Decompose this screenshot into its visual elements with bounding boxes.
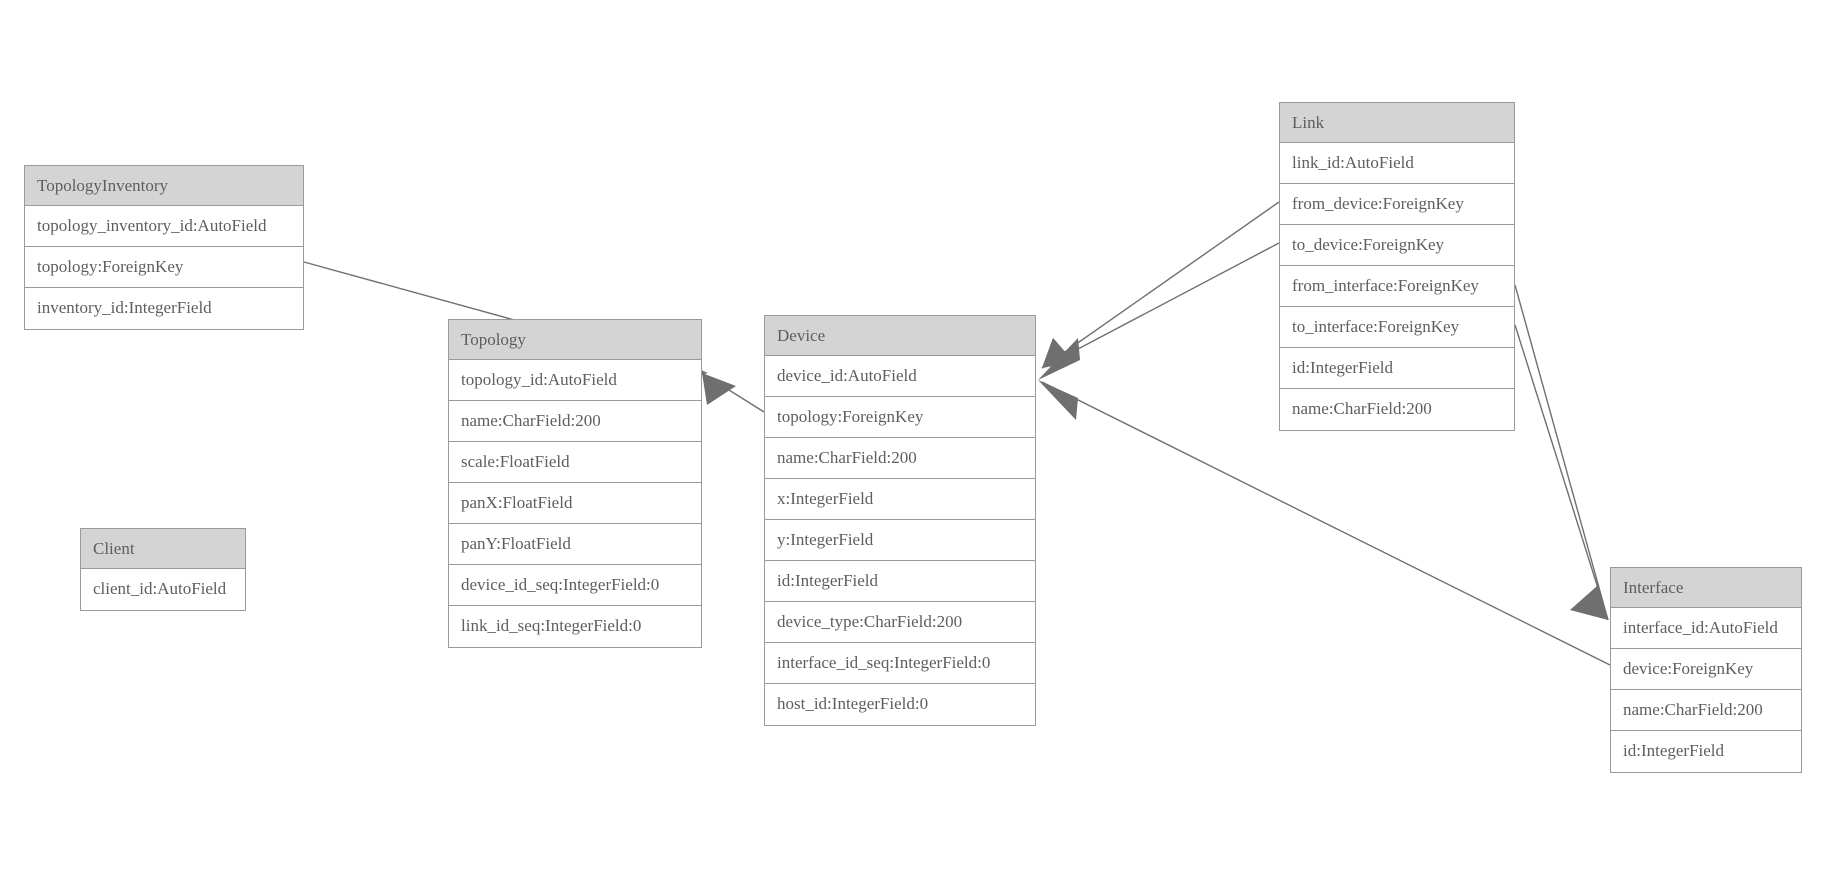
field-row: link_id:AutoField	[1280, 143, 1514, 184]
field-row: topology_inventory_id:AutoField	[25, 206, 303, 247]
relationship-link-frominterface-interface	[1514, 284, 1609, 621]
field-row: topology:ForeignKey	[25, 247, 303, 288]
field-row: device_type:CharField:200	[765, 602, 1035, 643]
field-row: y:IntegerField	[765, 520, 1035, 561]
entity-title-device: Device	[765, 316, 1035, 356]
field-row: name:CharField:200	[449, 401, 701, 442]
field-row: id:IntegerField	[1280, 348, 1514, 389]
entity-client[interactable]: Client client_id:AutoField	[80, 528, 246, 611]
field-row: from_interface:ForeignKey	[1280, 266, 1514, 307]
entity-interface[interactable]: Interface interface_id:AutoField device:…	[1610, 567, 1802, 773]
relationship-link-tointerface-interface	[1514, 324, 1609, 621]
entity-title-topology: Topology	[449, 320, 701, 360]
entity-title-client: Client	[81, 529, 245, 569]
field-row: panY:FloatField	[449, 524, 701, 565]
field-row: device_id_seq:IntegerField:0	[449, 565, 701, 606]
field-row: interface_id:AutoField	[1611, 608, 1801, 649]
field-row: x:IntegerField	[765, 479, 1035, 520]
field-row: topology:ForeignKey	[765, 397, 1035, 438]
field-row: name:CharField:200	[1611, 690, 1801, 731]
field-row: name:CharField:200	[1280, 389, 1514, 430]
field-row: link_id_seq:IntegerField:0	[449, 606, 701, 647]
field-row: device:ForeignKey	[1611, 649, 1801, 690]
entity-device[interactable]: Device device_id:AutoField topology:Fore…	[764, 315, 1036, 726]
field-row: id:IntegerField	[1611, 731, 1801, 772]
field-row: scale:FloatField	[449, 442, 701, 483]
field-row: to_device:ForeignKey	[1280, 225, 1514, 266]
entity-topology[interactable]: Topology topology_id:AutoField name:Char…	[448, 319, 702, 648]
relationship-link-fromdevice-device	[1041, 201, 1280, 369]
field-row: from_device:ForeignKey	[1280, 184, 1514, 225]
relationship-device-topology	[701, 372, 765, 413]
entity-link[interactable]: Link link_id:AutoField from_device:Forei…	[1279, 102, 1515, 431]
field-row: id:IntegerField	[765, 561, 1035, 602]
entity-title-interface: Interface	[1611, 568, 1801, 608]
field-row: interface_id_seq:IntegerField:0	[765, 643, 1035, 684]
entity-title-topologyinventory: TopologyInventory	[25, 166, 303, 206]
field-row: to_interface:ForeignKey	[1280, 307, 1514, 348]
entity-title-link: Link	[1280, 103, 1514, 143]
entity-topologyinventory[interactable]: TopologyInventory topology_inventory_id:…	[24, 165, 304, 330]
device-inbound-arrowheads	[1038, 338, 1080, 420]
field-row: panX:FloatField	[449, 483, 701, 524]
field-row: topology_id:AutoField	[449, 360, 701, 401]
field-row: inventory_id:IntegerField	[25, 288, 303, 329]
field-row: name:CharField:200	[765, 438, 1035, 479]
field-row: client_id:AutoField	[81, 569, 245, 610]
interface-inbound-arrowhead	[1570, 586, 1608, 620]
field-row: host_id:IntegerField:0	[765, 684, 1035, 725]
field-row: device_id:AutoField	[765, 356, 1035, 397]
relationship-link-todevice-device	[1041, 242, 1280, 369]
